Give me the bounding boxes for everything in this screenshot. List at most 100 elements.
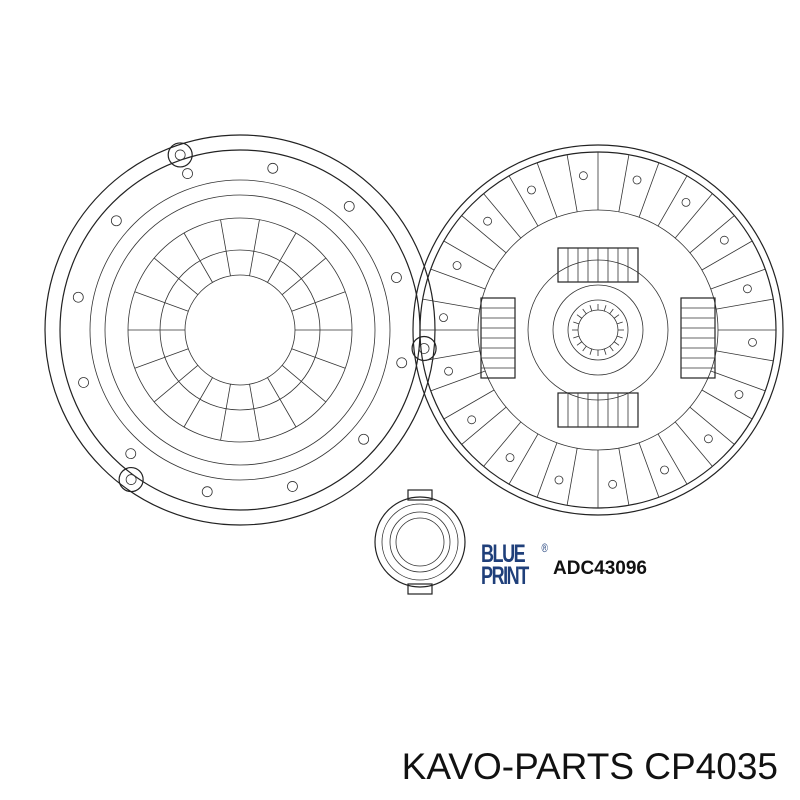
bolt-hole xyxy=(182,168,193,179)
friction-segment xyxy=(638,442,660,498)
mounting-lug xyxy=(411,335,437,362)
bolt-hole xyxy=(391,272,402,283)
plate-ring xyxy=(44,134,436,526)
release-bearing xyxy=(374,489,466,595)
diaphragm-finger xyxy=(291,291,346,312)
bearing-tab xyxy=(407,583,433,595)
disc-ring xyxy=(577,309,619,351)
hub-spline xyxy=(576,314,583,319)
part-number: ADC43096 xyxy=(553,558,647,579)
hub-spline xyxy=(573,335,580,339)
rivet xyxy=(483,216,493,226)
bolt-hole xyxy=(358,433,370,445)
friction-segment xyxy=(689,406,735,445)
rivet xyxy=(734,390,744,399)
rivet xyxy=(660,465,669,475)
bolt-hole xyxy=(125,448,137,460)
rivet xyxy=(467,415,477,425)
bolt-hole xyxy=(287,481,298,492)
diaphragm-finger xyxy=(183,377,213,428)
friction-segment xyxy=(536,442,558,498)
hub-spline xyxy=(609,308,614,315)
hub-spline xyxy=(603,305,607,312)
bolt-hole xyxy=(267,162,279,174)
clutch-disc xyxy=(412,144,784,516)
friction-segment xyxy=(422,298,480,310)
friction-segment xyxy=(566,448,578,506)
hub-spline xyxy=(582,345,587,352)
diaphragm-finger xyxy=(249,219,260,276)
friction-segment xyxy=(618,448,630,506)
diaphragm-finger xyxy=(267,232,297,283)
friction-segment xyxy=(422,350,480,362)
plate-ring xyxy=(184,274,296,386)
diaphragm-finger xyxy=(281,257,327,295)
friction-segment xyxy=(638,162,660,218)
diaphragm-finger xyxy=(183,232,213,283)
bearing-ring xyxy=(381,503,459,581)
registered-mark: ® xyxy=(541,541,548,555)
friction-segment xyxy=(508,433,539,485)
hub-spline xyxy=(613,314,620,319)
bolt-hole xyxy=(201,486,213,498)
friction-segment xyxy=(674,193,713,239)
pressure-plate xyxy=(44,134,437,526)
friction-segment xyxy=(657,433,688,485)
mounting-hole xyxy=(418,343,430,354)
mounting-lug xyxy=(167,142,193,168)
friction-segment xyxy=(701,240,753,271)
friction-segment xyxy=(566,154,578,212)
hub-spline xyxy=(616,335,623,339)
friction-segment xyxy=(443,240,495,271)
hub-spline xyxy=(573,321,580,325)
rivet xyxy=(608,479,618,489)
mounting-hole xyxy=(125,474,137,485)
friction-segment xyxy=(689,215,735,254)
friction-segment xyxy=(716,298,774,310)
rivet xyxy=(452,261,462,270)
rivet xyxy=(681,197,691,207)
product-caption: KAVO-PARTS CP4035 xyxy=(401,746,778,787)
rivet xyxy=(444,366,453,376)
rivet xyxy=(554,475,564,485)
rivet xyxy=(632,175,642,185)
diaphragm-finger xyxy=(220,219,231,276)
diaphragm-finger xyxy=(134,348,189,369)
hub-spline xyxy=(609,345,614,352)
hub-spline xyxy=(589,305,593,312)
rivet xyxy=(578,171,588,181)
bolt-hole xyxy=(72,291,84,303)
rivet xyxy=(527,185,536,195)
friction-segment xyxy=(430,370,486,392)
friction-segment xyxy=(710,268,766,290)
friction-segment xyxy=(710,370,766,392)
friction-segment xyxy=(483,193,522,239)
bolt-hole xyxy=(78,377,89,388)
hub-spline xyxy=(616,321,623,325)
friction-segment xyxy=(701,389,753,420)
mounting-hole xyxy=(174,149,186,161)
friction-segment xyxy=(443,389,495,420)
rivet xyxy=(505,453,515,463)
diaphragm-finger xyxy=(267,377,297,428)
rivet xyxy=(748,337,757,347)
diaphragm-finger xyxy=(249,384,260,441)
friction-segment xyxy=(483,421,522,467)
friction-segment xyxy=(536,162,558,218)
disc-ring xyxy=(567,299,629,361)
diaphragm-finger xyxy=(153,257,199,295)
bearing-ring xyxy=(374,496,466,588)
hub-spline xyxy=(582,308,587,315)
rivet xyxy=(703,434,713,444)
friction-segment xyxy=(716,350,774,362)
friction-segment xyxy=(430,268,486,290)
disc-ring xyxy=(412,144,784,516)
plate-ring xyxy=(89,179,391,481)
friction-segment xyxy=(657,175,688,227)
friction-segment xyxy=(618,154,630,212)
plate-ring xyxy=(59,149,421,511)
plate-ring xyxy=(104,194,376,466)
hub-spline xyxy=(589,348,593,355)
hub-spline xyxy=(603,348,607,355)
